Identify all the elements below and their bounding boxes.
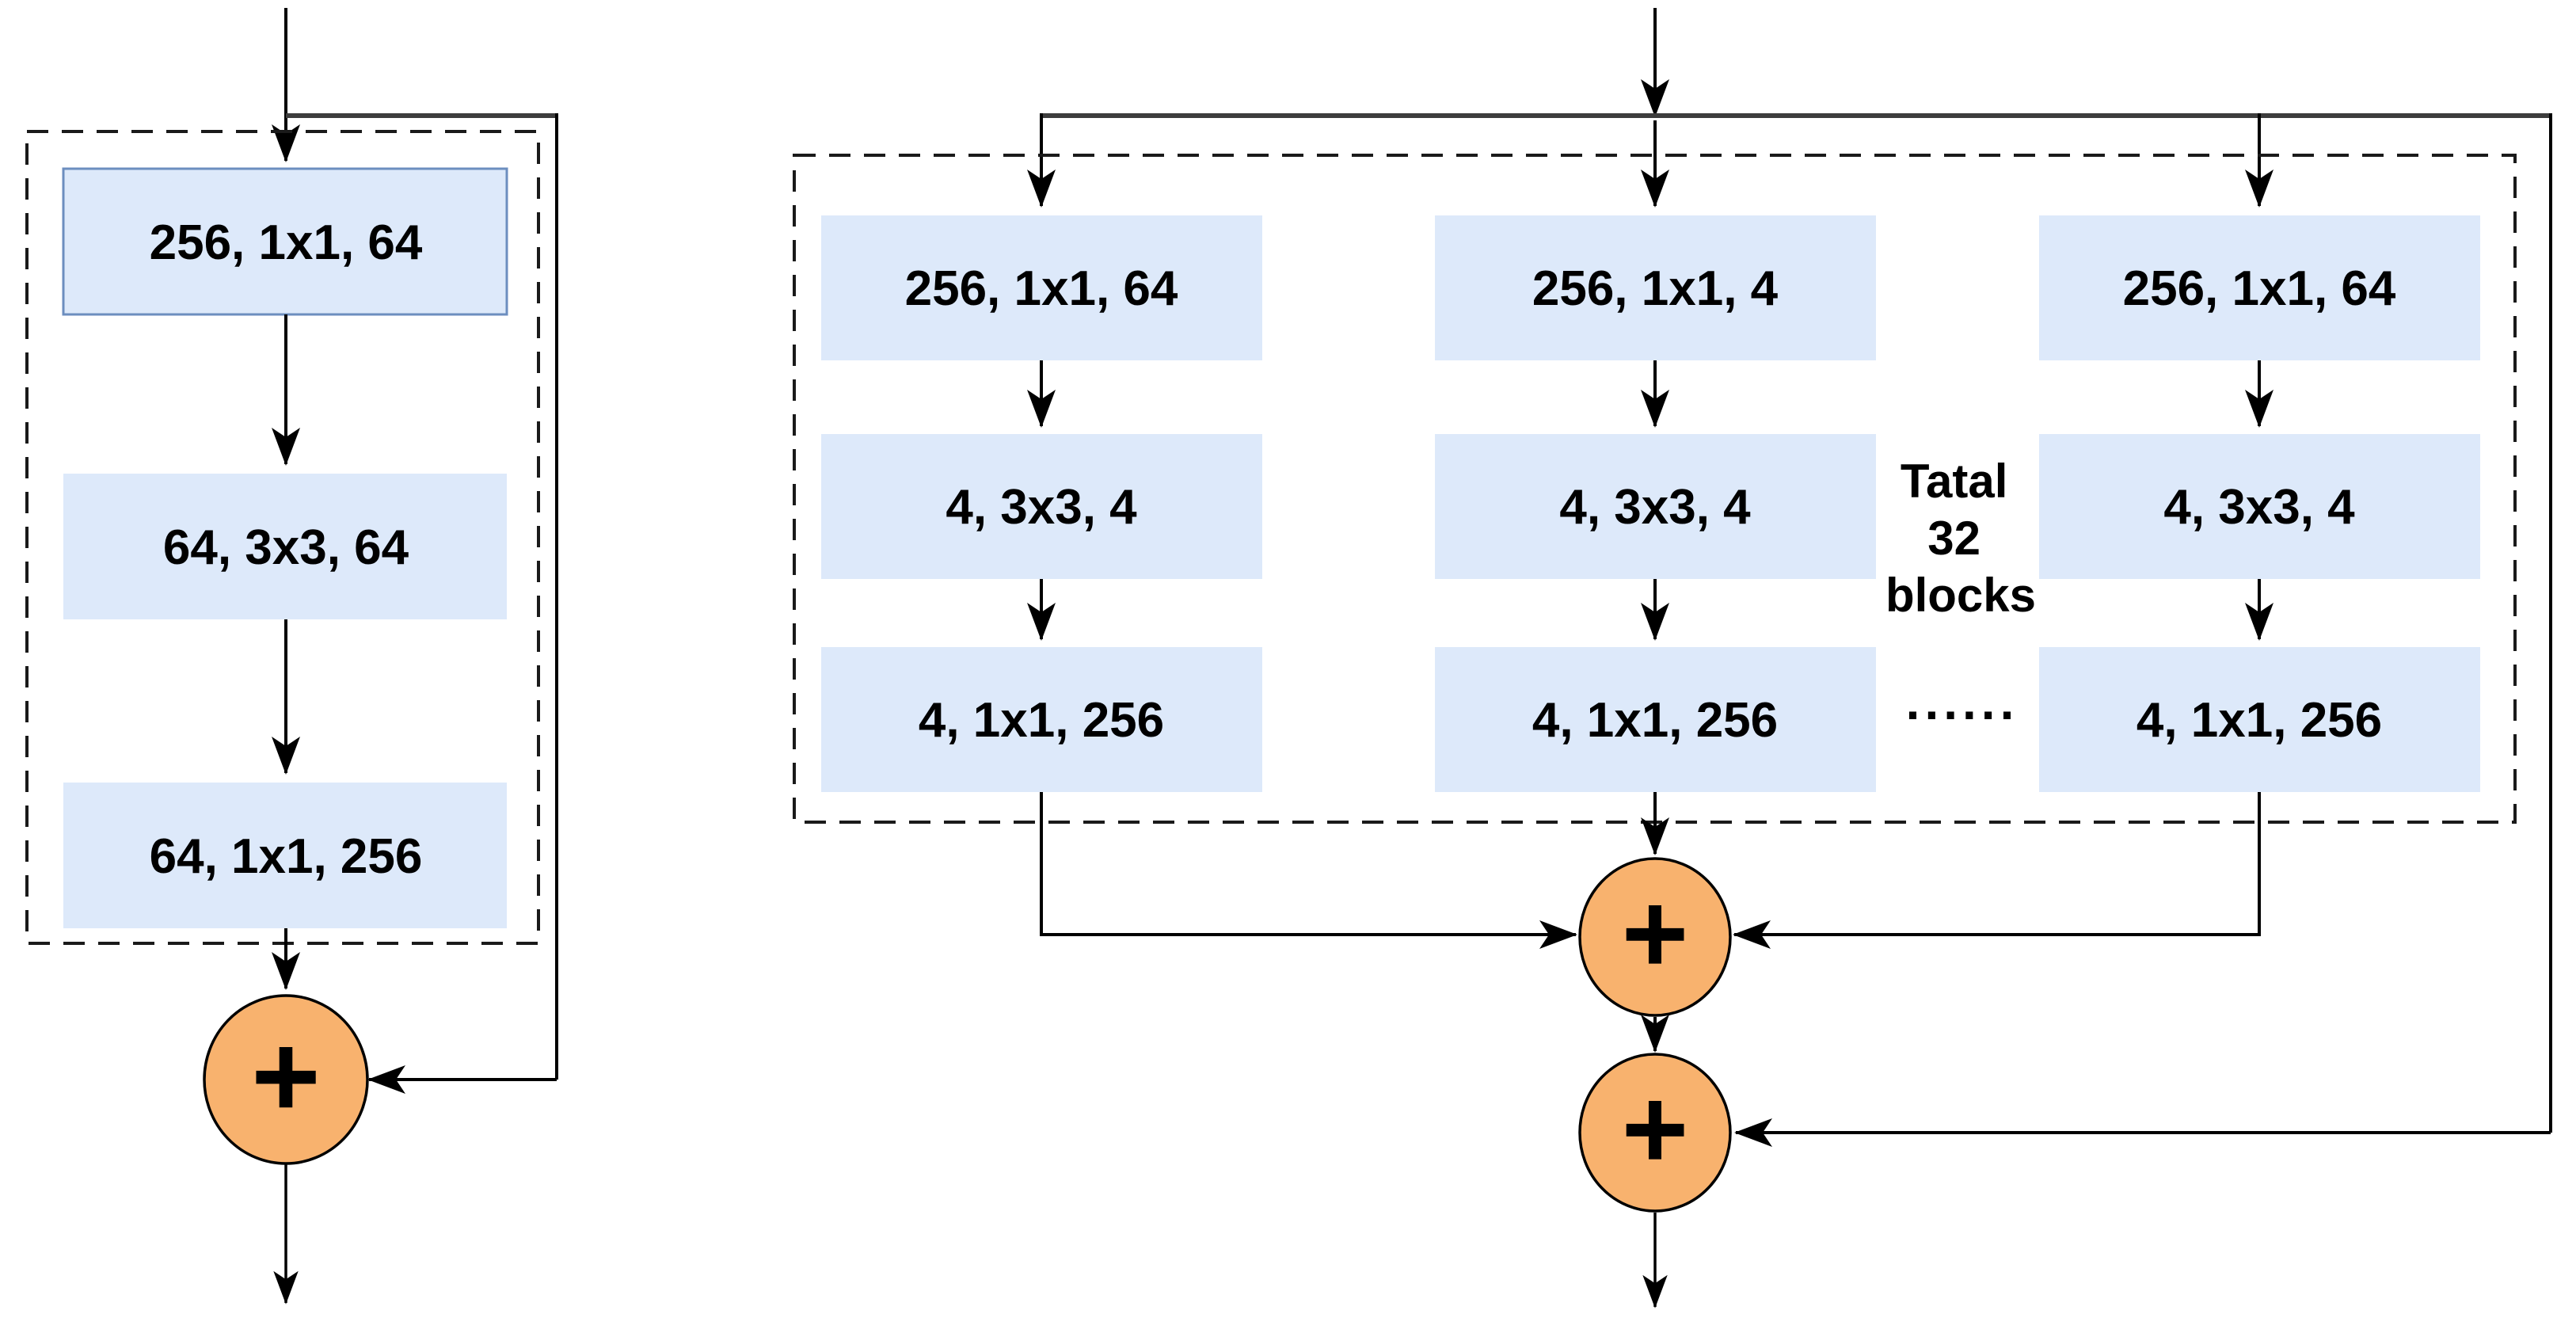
right-col2-label-3: 4, 1x1, 256 [1532, 693, 1778, 748]
ellipsis-dots: ...... [1906, 673, 2019, 730]
resnet-block: 256, 1x1, 64 64, 3x3, 64 64, 1x1, 256 + [25, 8, 558, 1304]
right-col1-box-3 [821, 647, 1262, 792]
annotation-line-3: blocks [1885, 569, 2036, 622]
left-plus-icon: + [251, 1009, 321, 1142]
right-col3-label-1: 256, 1x1, 64 [2123, 261, 2396, 316]
left-conv-box-3 [63, 783, 507, 928]
left-conv-label-2: 64, 3x3, 64 [163, 520, 409, 575]
right-col1-label-3: 4, 1x1, 256 [919, 693, 1164, 748]
right-col3-label-3: 4, 1x1, 256 [2137, 693, 2382, 748]
right-col3-box-3 [2039, 647, 2480, 792]
left-dashed-container [25, 130, 540, 945]
left-conv-box-2 [63, 474, 507, 619]
left-conv-label-1: 256, 1x1, 64 [150, 215, 423, 270]
annotation-line-2: 32 [1927, 512, 1981, 565]
right-col1-label-2: 4, 3x3, 4 [946, 480, 1137, 535]
right-col2-label-1: 256, 1x1, 4 [1532, 261, 1779, 316]
right-col2-box-3 [1435, 647, 1876, 792]
right-col2-box-1 [1435, 215, 1876, 360]
right-col2-label-2: 4, 3x3, 4 [1559, 480, 1751, 535]
left-conv-label-3: 64, 1x1, 256 [150, 829, 423, 884]
right-col1-arrow-into-sum [1040, 792, 1577, 949]
right-col1-box-1 [821, 215, 1262, 360]
right-plus-icon-bottom: + [1622, 1064, 1689, 1193]
left-conv-box-1 [62, 167, 508, 316]
right-col3-label-2: 4, 3x3, 4 [2163, 480, 2355, 535]
right-col3-arrow-into-sum [1733, 792, 2261, 949]
right-col3-box-2 [2039, 434, 2480, 579]
annotation-line-1: Tatal [1901, 455, 2008, 508]
right-col2-box-2 [1435, 434, 1876, 579]
total-blocks-annotation: Tatal 32 blocks [1885, 455, 2036, 622]
right-plus-icon-top: + [1622, 869, 1689, 997]
right-col1-label-1: 256, 1x1, 64 [905, 261, 1178, 316]
right-col3-box-1 [2039, 215, 2480, 360]
resnext-block: 256, 1x1, 64 4, 3x3, 4 4, 1x1, 256 256, … [793, 8, 2552, 1308]
right-col1-box-2 [821, 434, 1262, 579]
right-sum-circle-bottom [1578, 1053, 1732, 1213]
